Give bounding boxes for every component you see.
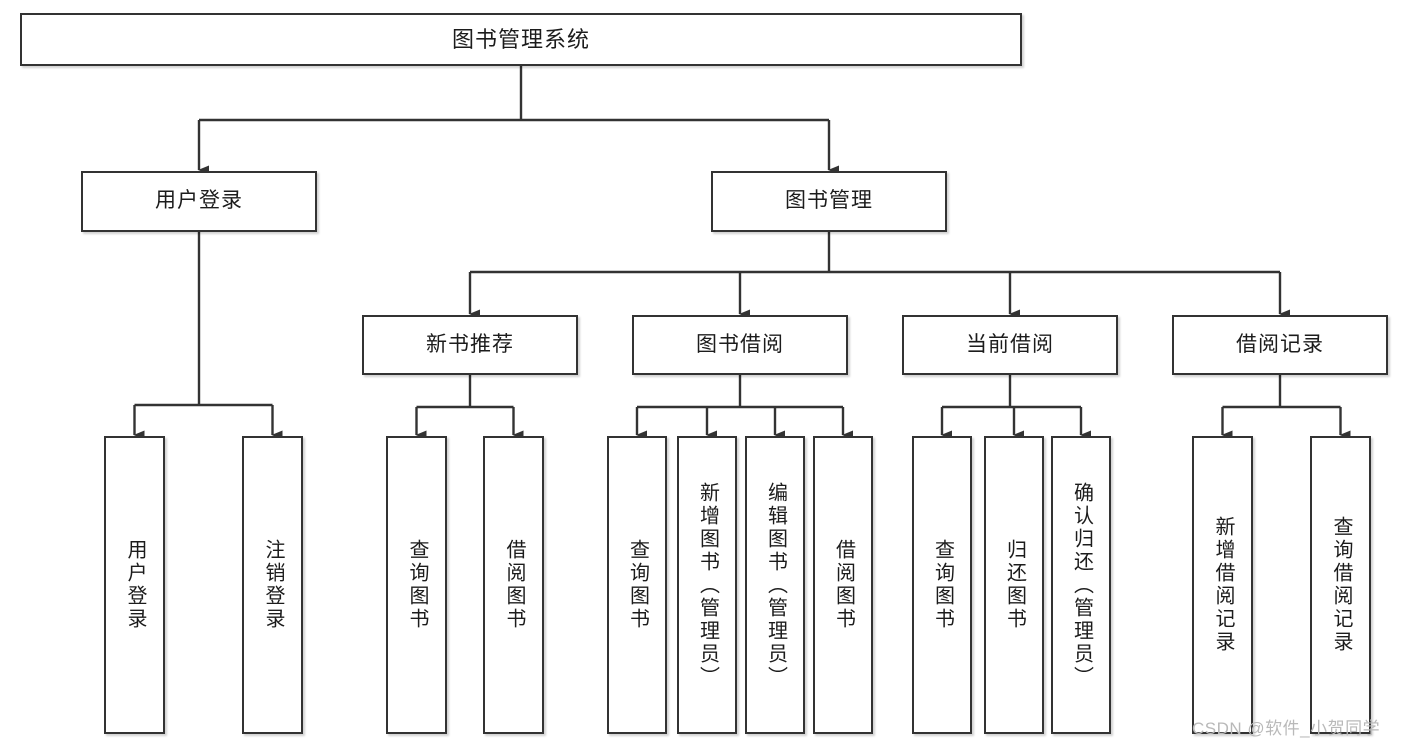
node-user-login[interactable]: 用户登录 (81, 171, 317, 232)
node-new-book-recommend[interactable]: 新书推荐 (362, 315, 578, 375)
node-label-book-borrow: 图书借阅 (696, 332, 784, 356)
watermark: CSDN @软件_小贺同学 (1192, 719, 1381, 738)
node-cur-confirm-return[interactable]: 确认归还（管理员） (1051, 436, 1111, 734)
node-book-manage[interactable]: 图书管理 (711, 171, 947, 232)
node-label-cur-confirm-return: 确认归还（管理员） (1070, 481, 1093, 689)
node-label-rec-query-book: 查询图书 (406, 539, 428, 631)
node-label-borrow-edit-book: 编辑图书（管理员） (764, 481, 787, 689)
node-label-borrow-borrow-book: 借阅图书 (832, 539, 855, 631)
node-rec-query-book[interactable]: 查询图书 (386, 436, 447, 734)
node-borrow-add-book[interactable]: 新增图书（管理员） (677, 436, 737, 734)
node-label-rec-borrow-book: 借阅图书 (503, 539, 525, 631)
node-cur-return-book[interactable]: 归还图书 (984, 436, 1044, 734)
node-borrow-record[interactable]: 借阅记录 (1172, 315, 1388, 375)
node-label-borrow-record: 借阅记录 (1236, 332, 1324, 356)
node-user-login-do[interactable]: 用户登录 (104, 436, 165, 734)
node-label-user-login: 用户登录 (155, 189, 243, 213)
node-label-book-manage: 图书管理 (785, 189, 873, 213)
node-label-cur-return-book: 归还图书 (1003, 539, 1026, 631)
node-book-borrow[interactable]: 图书借阅 (632, 315, 848, 375)
node-label-user-logout: 注销登录 (262, 539, 284, 631)
node-cur-query-book[interactable]: 查询图书 (912, 436, 972, 734)
node-borrow-query-book[interactable]: 查询图书 (607, 436, 667, 734)
node-label-new-book-recommend: 新书推荐 (426, 332, 514, 356)
node-label-root: 图书管理系统 (451, 26, 590, 52)
node-label-current-borrow: 当前借阅 (966, 332, 1054, 356)
node-rec-query-record[interactable]: 查询借阅记录 (1310, 436, 1371, 734)
node-label-borrow-query-book: 查询图书 (626, 539, 649, 631)
node-root[interactable]: 图书管理系统 (20, 13, 1022, 66)
node-current-borrow[interactable]: 当前借阅 (902, 315, 1118, 375)
node-rec-add-record[interactable]: 新增借阅记录 (1192, 436, 1253, 734)
node-rec-borrow-book[interactable]: 借阅图书 (483, 436, 544, 734)
node-borrow-edit-book[interactable]: 编辑图书（管理员） (745, 436, 805, 734)
node-label-cur-query-book: 查询图书 (931, 539, 954, 631)
node-label-borrow-add-book: 新增图书（管理员） (696, 481, 719, 689)
node-user-logout[interactable]: 注销登录 (242, 436, 303, 734)
edge-group (133, 66, 1351, 440)
node-label-user-login-do: 用户登录 (124, 539, 146, 631)
node-borrow-borrow-book[interactable]: 借阅图书 (813, 436, 873, 734)
node-label-rec-add-record: 新增借阅记录 (1212, 516, 1234, 654)
node-label-rec-query-record: 查询借阅记录 (1330, 516, 1352, 654)
